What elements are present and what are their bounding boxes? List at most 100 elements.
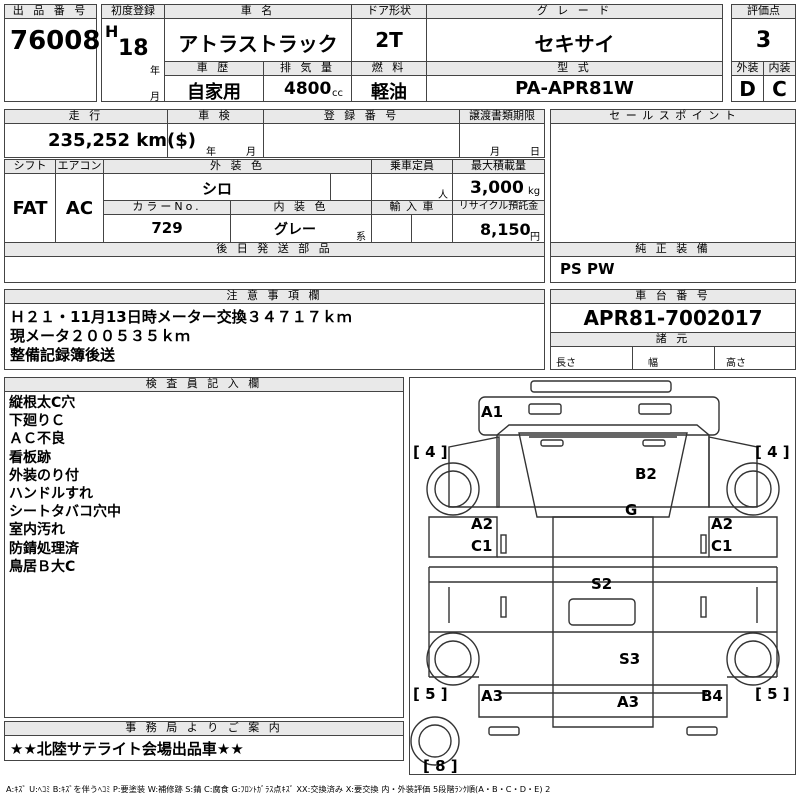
- first-reg-month-unit: 月: [150, 92, 160, 103]
- interior-cell: [763, 75, 796, 102]
- model-cell: [426, 75, 723, 102]
- inspector-line: 看板跡: [9, 449, 51, 466]
- legend-text: A:ｷｽﾞ U:ﾍｺﾐ B:ｷｽﾞを伴うﾍｺﾐ P:要塗装 W:補修跡 S:錆 …: [6, 784, 551, 794]
- model-header: 型 式: [426, 61, 723, 76]
- inspector-line: 室内汚れ: [9, 522, 65, 539]
- diagram-label-s3: S3: [619, 650, 640, 668]
- inspector-line: 防錆処理済: [9, 540, 79, 557]
- mileage-value: 235,252 km($): [48, 130, 196, 151]
- inspector-header: 検 査 員 記 入 欄: [4, 377, 404, 392]
- displacement-header: 排 気 量: [263, 61, 352, 76]
- lot-no-value: 76008: [10, 26, 101, 56]
- recycle-unit: 円: [530, 232, 540, 243]
- first-reg-header: 初度登録: [101, 4, 165, 19]
- inspector-line: 縦根太C穴: [9, 395, 76, 411]
- exterior-header: 外装: [731, 61, 764, 76]
- inspector-cell: [4, 391, 404, 718]
- dimensions-header: 諸 元: [550, 332, 796, 347]
- exterior-score: D: [739, 77, 756, 101]
- import-cell-b: [411, 214, 453, 243]
- ext-color-header: 外 装 色: [103, 159, 372, 174]
- transfer-header: 譲渡書類期限: [459, 109, 545, 124]
- equipment-value: PS PW: [560, 260, 615, 278]
- grade-value: セキサイ: [534, 32, 615, 56]
- color-no-value: 729: [151, 219, 183, 237]
- shift-header: シフト: [4, 159, 56, 174]
- int-color-unit: 系: [356, 232, 366, 243]
- inspection-month: 月: [246, 147, 256, 158]
- inspection-header: 車 検: [167, 109, 264, 124]
- diagram-bracket-4-right: [ 4 ]: [755, 443, 790, 461]
- first-reg-era: H: [105, 22, 119, 41]
- first-reg-year: 18: [118, 36, 149, 61]
- inspector-line: 外装のり付: [9, 467, 79, 484]
- notes-line: 整備記録簿後送: [10, 346, 116, 364]
- max-load-value: 3,000: [470, 178, 524, 198]
- transfer-day: 日: [530, 147, 540, 158]
- height-cell: [714, 346, 796, 370]
- max-load-unit: kg: [528, 186, 541, 197]
- office-note: ★★北陸サテライト会場出品車★★: [10, 740, 244, 758]
- chassis-value: APR81-7002017: [583, 306, 763, 330]
- sales-point-cell: [550, 123, 796, 243]
- door-header: ドア形状: [351, 4, 427, 19]
- displacement-unit: cc: [332, 88, 343, 99]
- damage-diagram-frame: [409, 377, 796, 775]
- max-load-header: 最大積載量: [452, 159, 545, 174]
- chassis-header: 車 台 番 号: [550, 289, 796, 304]
- truck-diagram: A1 B2 G A2 C1 A2 C1 S2 S3 A3 A3 B4 [ 4 ]…: [410, 380, 790, 775]
- color-no-header: カラーNo.: [103, 200, 231, 215]
- diagram-label-a2-left: A2: [471, 515, 493, 533]
- capacity-header: 乗車定員: [371, 159, 453, 174]
- displacement-value: 4800: [284, 79, 332, 99]
- inspector-line: 下廻りＣ: [9, 413, 65, 430]
- equipment-header: 純 正 装 備: [550, 242, 796, 257]
- notes-list: Ｈ２１・11月13日時メーター交換３４７１７ｋｍ 現メータ２００５３５ｋｍ 整備…: [10, 308, 352, 365]
- score-header: 評価点: [731, 4, 796, 19]
- diagram-label-a1: A1: [481, 403, 503, 421]
- inspector-list: 縦根太C穴 下廻りＣ ＡＣ不良 看板跡 外装のり付 ハンドルすれ シートタバコ穴…: [9, 394, 121, 576]
- lot-no-header: 出 品 番 号: [4, 4, 97, 19]
- door-value: 2T: [375, 28, 403, 52]
- capacity-unit: 人: [438, 190, 448, 201]
- diagram-bracket-4-left: [ 4 ]: [413, 443, 448, 461]
- int-color-header: 内 装 色: [230, 200, 372, 215]
- aircon-header: エアコン: [55, 159, 104, 174]
- diagram-bracket-5-right: [ 5 ]: [755, 685, 790, 703]
- diagram-label-c1-right: C1: [711, 537, 732, 555]
- later-parts-cell: [4, 256, 545, 283]
- ext-color-cell-b: [330, 173, 372, 201]
- ext-color-value: シロ: [201, 180, 232, 198]
- diagram-label-b2: B2: [635, 465, 657, 483]
- import-cell: [371, 214, 412, 243]
- int-color-value: グレー: [274, 222, 316, 238]
- model-value: PA-APR81W: [515, 78, 634, 99]
- first-reg-year-unit: 年: [150, 66, 160, 77]
- history-header: 車 歴: [164, 61, 264, 76]
- diagram-label-b4: B4: [701, 687, 723, 705]
- diagram-label-a3-center: A3: [617, 693, 639, 711]
- notes-line: 現メータ２００５３５ｋｍ: [10, 327, 191, 345]
- interior-header: 内装: [763, 61, 796, 76]
- height-label: 高さ: [726, 358, 746, 369]
- diagram-label-c1-left: C1: [471, 537, 492, 555]
- inspector-line: シートタバコ穴中: [9, 504, 121, 521]
- diagram-label-a3-left: A3: [481, 687, 503, 705]
- import-header: 輸 入 車: [371, 200, 453, 215]
- length-label: 長さ: [556, 358, 576, 369]
- diagram-label-a2-right: A2: [711, 515, 733, 533]
- notes-line: Ｈ２１・11月13日時メーター交換３４７１７ｋｍ: [10, 308, 352, 326]
- fuel-header: 燃 料: [351, 61, 427, 76]
- shift-value: FAT: [12, 198, 48, 219]
- aircon-value: AC: [65, 198, 94, 219]
- office-header: 事 務 局 よ り ご 案 内: [4, 721, 404, 736]
- inspector-line: 鳥居Ｂ大C: [9, 558, 76, 575]
- inspector-line: ＡＣ不良: [9, 431, 65, 448]
- inspection-year: 年: [206, 147, 216, 158]
- equipment-cell: [550, 256, 796, 283]
- history-value: 自家用: [187, 82, 241, 103]
- diagram-bracket-5-left: [ 5 ]: [413, 685, 448, 703]
- diagram-label-s2: S2: [591, 575, 612, 593]
- inspector-line: ハンドルすれ: [9, 486, 93, 503]
- diagram-bracket-8: [ 8 ]: [423, 757, 458, 775]
